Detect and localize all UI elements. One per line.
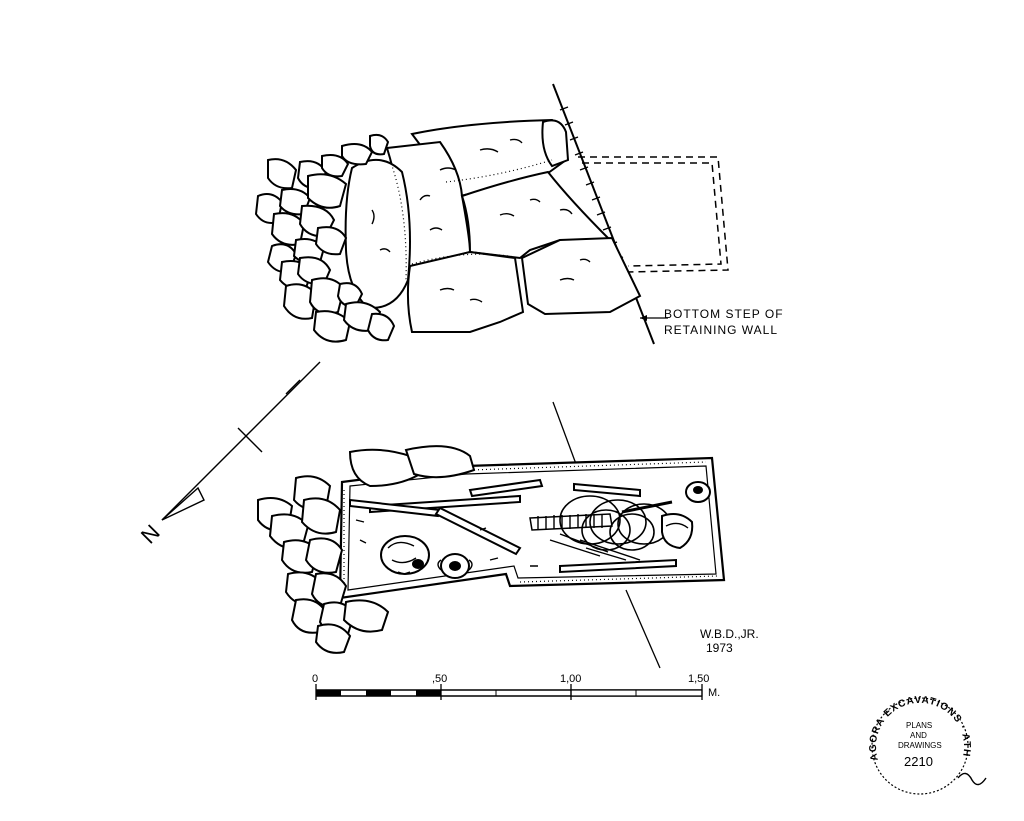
joint-hatching [389, 159, 407, 281]
section-line-top [552, 401, 577, 465]
small-stone [314, 226, 348, 256]
long-bone [559, 558, 677, 574]
small-pot-icon [685, 481, 711, 503]
annotation-arrowhead [640, 315, 647, 321]
blade [621, 500, 673, 514]
scale-tick-150: 1,50 [688, 673, 709, 685]
skull-2 [661, 513, 694, 550]
long-bone [434, 506, 522, 556]
cover-stone [404, 445, 476, 479]
lower-plan-grave [257, 401, 726, 669]
end-stone [304, 537, 344, 574]
stamp-inner-1: PLANS [906, 721, 932, 730]
joint-hatching [445, 159, 553, 183]
handwritten-mark [957, 772, 987, 786]
cover-slab-end [344, 159, 411, 310]
long-bone [573, 482, 641, 498]
retaining-wall-line [552, 83, 655, 345]
end-stone [300, 497, 342, 535]
skull-icon [380, 535, 430, 575]
stamp-inner-3: DRAWINGS [898, 741, 942, 750]
scale-tick-0: 0 [312, 673, 318, 685]
cover-stone [348, 448, 422, 488]
section-line-bottom [625, 589, 661, 669]
small-stone [366, 312, 396, 342]
north-letter: N [136, 520, 165, 549]
end-stone [314, 623, 352, 654]
bone-fragments [549, 533, 641, 561]
small-stone [308, 277, 346, 315]
dashed-outline-inner [582, 162, 722, 267]
stamp-inner-2: AND [910, 731, 927, 740]
scale-unit: M. [708, 687, 720, 699]
joint-hatching [411, 253, 521, 265]
annotation-line-2: RETAINING WALL [664, 323, 778, 337]
stamp-ring-text: AGORA EXCAVATIONS · ATHENS [0, 0, 971, 762]
scale-bar [315, 684, 703, 700]
stone-texture [371, 138, 591, 303]
small-stone [369, 133, 390, 156]
small-stone [312, 310, 352, 343]
small-stone [541, 119, 570, 168]
stamp-number: 2210 [904, 754, 933, 769]
annotation-line-1: BOTTOM STEP OF [664, 307, 784, 321]
archive-stamp: AGORA EXCAVATIONS · ATHENS PLANS AND DRA… [0, 0, 971, 795]
signature-year: 1973 [706, 641, 733, 655]
vessel-icon [437, 553, 473, 579]
scale-tick-050: ,50 [432, 673, 447, 685]
small-stone [307, 173, 348, 209]
small-stone [341, 143, 374, 166]
dashed-outline-outer [578, 156, 729, 273]
small-stone [282, 283, 318, 320]
upper-plan-cover-slabs [254, 83, 729, 345]
cover-slab [406, 250, 525, 333]
scale-tick-100: 1,00 [560, 673, 581, 685]
long-bone [468, 478, 544, 498]
pit-edge-hatching [469, 461, 707, 471]
small-stone [267, 158, 298, 190]
pit-texture [355, 519, 538, 567]
vertebrae [537, 514, 603, 530]
end-stone [342, 599, 390, 633]
signature-initials: W.B.D.,JR. [700, 627, 759, 641]
cover-slab [460, 170, 613, 260]
cover-slab [520, 236, 642, 316]
grave-pit-inner [347, 465, 717, 591]
small-stone [321, 154, 350, 178]
